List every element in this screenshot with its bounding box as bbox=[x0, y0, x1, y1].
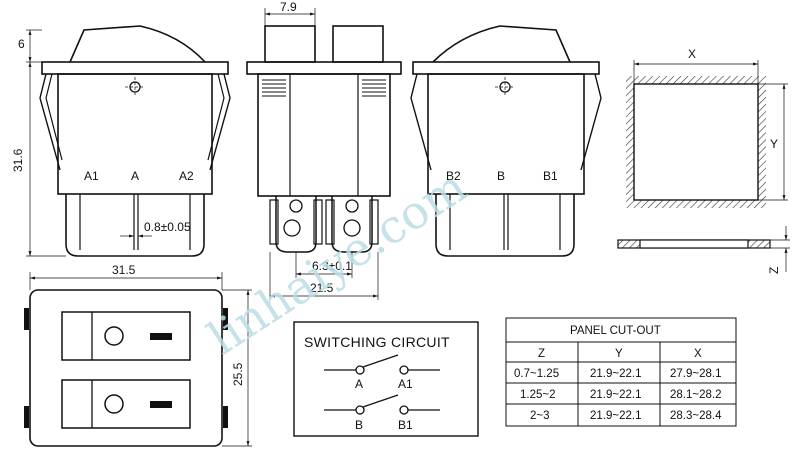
table-header-y: Y bbox=[615, 348, 623, 360]
circuit-label-b: B bbox=[355, 418, 363, 432]
dim-z: Z bbox=[767, 267, 781, 274]
dim-21-5: 21.5 bbox=[310, 281, 334, 295]
table-cell: 21.9~22.1 bbox=[590, 389, 641, 401]
back-view: B2 B B1 bbox=[410, 25, 602, 257]
table-cell: 28.1~28.2 bbox=[670, 389, 721, 401]
dim-0-8: 0.8±0.05 bbox=[144, 220, 191, 234]
dim-25-5: 25.5 bbox=[231, 362, 245, 386]
side-ribs bbox=[262, 79, 386, 97]
front-body bbox=[57, 73, 213, 195]
table-cell: 21.9~22.1 bbox=[590, 368, 641, 380]
circuit-label-b1: B1 bbox=[398, 418, 413, 432]
switching-circuit-title: SWITCHING CIRCUIT bbox=[304, 334, 450, 350]
terminal-label-a2: A2 bbox=[179, 169, 194, 183]
dim-6: 6 bbox=[18, 37, 25, 51]
panel-cutout-table: PANEL CUT-OUT Z Y X 0.7~1.25 21.9~22.1 2… bbox=[505, 317, 737, 427]
table-header-z: Z bbox=[538, 348, 545, 360]
terminal-label-a: A bbox=[131, 169, 139, 183]
table-cell: 2~3 bbox=[530, 410, 550, 422]
terminal-label-b1: B1 bbox=[543, 169, 558, 183]
terminal-label-b: B bbox=[497, 169, 505, 183]
table-cell: 27.9~28.1 bbox=[670, 368, 721, 380]
circuit-label-a1: A1 bbox=[398, 377, 413, 391]
terminal-label-b2: B2 bbox=[446, 169, 461, 183]
top-view: 31.5 25.5 bbox=[24, 263, 252, 447]
cutout-view: X Y Z bbox=[617, 47, 790, 274]
dim-7-9: 7.9 bbox=[280, 0, 297, 14]
front-rocker bbox=[69, 25, 206, 63]
terminal-label-a1: A1 bbox=[84, 169, 99, 183]
table-cell: 21.9~22.1 bbox=[590, 410, 641, 422]
table-cell: 28.3~28.4 bbox=[670, 410, 722, 422]
table-cell: 1.25~2 bbox=[520, 389, 556, 401]
dim-y: Y bbox=[770, 137, 778, 151]
table-title: PANEL CUT-OUT bbox=[570, 325, 661, 337]
side-view: 7.9 6.3±0.1 21.5 bbox=[246, 0, 402, 300]
switching-circuit: SWITCHING CIRCUIT A A1 B B1 bbox=[293, 321, 479, 437]
table-header-x: X bbox=[694, 348, 702, 360]
table-cell: 0.7~1.25 bbox=[514, 368, 559, 380]
dim-31-5: 31.5 bbox=[112, 263, 136, 277]
circuit-label-a: A bbox=[355, 377, 363, 391]
dim-31-6: 31.6 bbox=[11, 148, 25, 172]
front-bezel bbox=[41, 61, 229, 75]
front-view: A1 A A2 6 31.6 0.8±0.05 bbox=[11, 25, 231, 257]
dim-6-3: 6.3±0.1 bbox=[312, 259, 352, 273]
dim-x: X bbox=[688, 47, 696, 61]
